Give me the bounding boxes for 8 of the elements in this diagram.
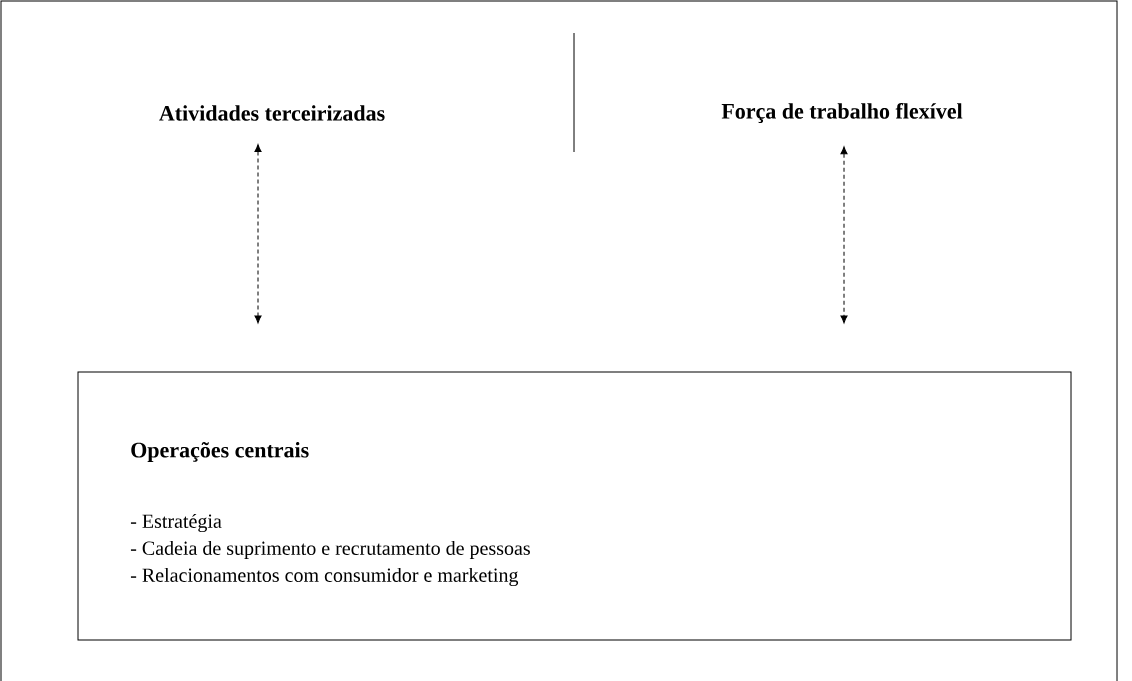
list-item: - Cadeia de suprimento e recrutamento de pessoas: [130, 540, 530, 560]
box-heading: Operações centrais: [131, 442, 309, 462]
arrow: [840, 146, 848, 324]
heading: Atividades terceirizadas: [159, 105, 385, 121]
arrow: [254, 144, 262, 324]
heading: Força de trabalho flexível: [721, 103, 963, 123]
list-item: - Relacionamentos com consumidor e marketing: [130, 567, 519, 587]
list-item: - Estratégia: [130, 513, 222, 533]
